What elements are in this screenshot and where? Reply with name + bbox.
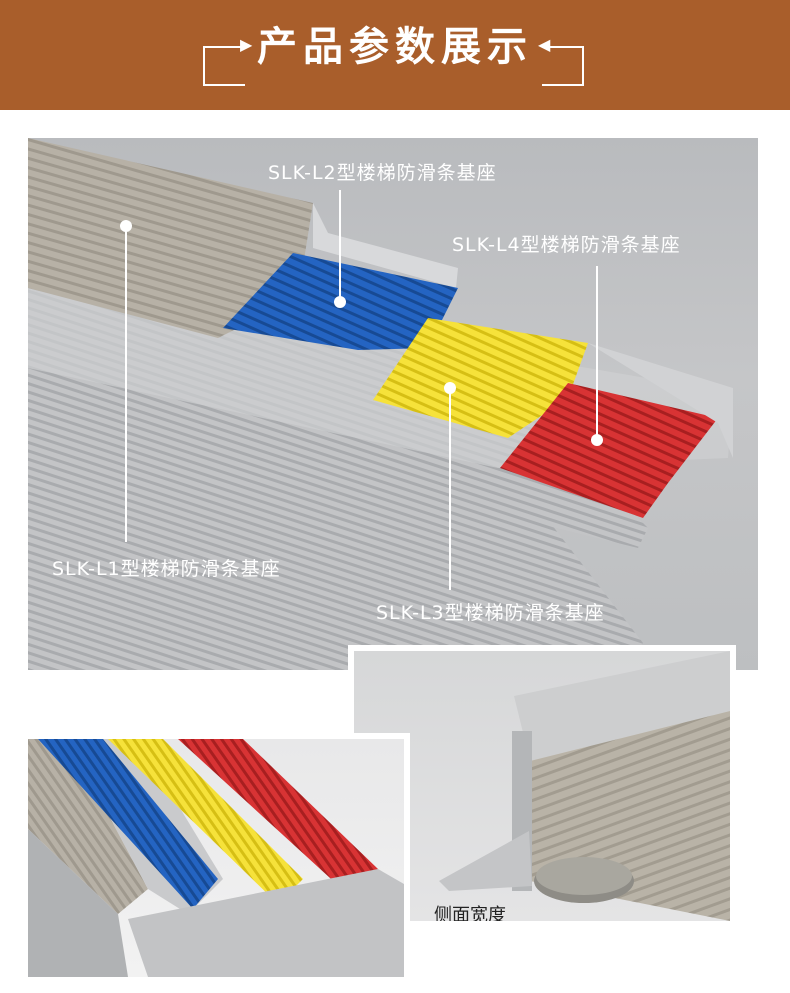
- yellow-insert: [108, 739, 303, 904]
- main-product-photo: SLK-L2型楼梯防滑条基座 SLK-L4型楼梯防滑条基座 SLK-L1型楼梯防…: [28, 138, 758, 670]
- leader-line-l1: [125, 226, 127, 542]
- side-view-photo: 侧面宽度: [348, 645, 736, 927]
- yellow-insert: [373, 318, 588, 438]
- page-title: 产品参数展示: [257, 24, 533, 70]
- beige-insert: [28, 138, 313, 338]
- title-frame-left: [203, 46, 245, 86]
- marker-dot-l3: [444, 382, 456, 394]
- red-insert: [500, 383, 718, 518]
- aluminum-strip: [28, 378, 643, 670]
- color-options-image: [28, 739, 404, 977]
- side-profile-illustration: [439, 651, 730, 921]
- arrow-left-icon: ◀: [538, 35, 551, 54]
- color-options-photo: [28, 733, 410, 977]
- beige-insert: [28, 739, 148, 914]
- side-width-caption: 侧面宽度: [434, 905, 506, 921]
- leader-line-l2: [339, 190, 341, 302]
- marker-dot-l2: [334, 296, 346, 308]
- leader-line-l3: [449, 390, 451, 590]
- label-slk-l4: SLK-L4型楼梯防滑条基座: [452, 234, 681, 256]
- arrow-right-icon: ▶: [240, 35, 253, 54]
- side-view-image: 侧面宽度: [354, 651, 730, 921]
- header-banner: ▶ ◀ 产品参数展示: [0, 0, 790, 110]
- title-frame-right: [542, 46, 584, 86]
- stair-nosing-strips-illustration: [28, 138, 733, 670]
- colored-strips-illustration: [28, 739, 404, 977]
- label-slk-l2: SLK-L2型楼梯防滑条基座: [268, 162, 497, 184]
- label-slk-l1: SLK-L1型楼梯防滑条基座: [52, 558, 281, 580]
- blue-insert: [38, 739, 218, 909]
- red-insert: [178, 739, 378, 899]
- marker-dot-l1: [120, 220, 132, 232]
- label-slk-l3: SLK-L3型楼梯防滑条基座: [376, 602, 605, 624]
- leader-line-l4: [596, 266, 598, 436]
- marker-dot-l4: [591, 434, 603, 446]
